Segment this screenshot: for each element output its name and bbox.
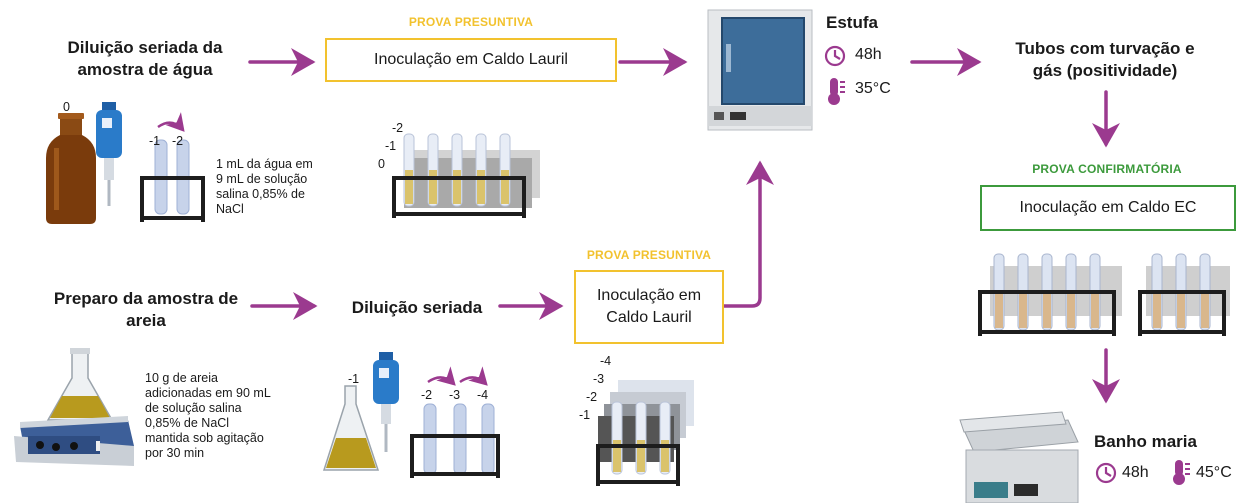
positive-line2: gás (positividade)	[1032, 61, 1178, 80]
tube-rack-top-icon	[392, 133, 540, 218]
banho-temp: 45°C	[1196, 464, 1232, 481]
amber-bottle-icon	[46, 113, 96, 224]
rack-sand-label-3: -2	[586, 390, 598, 404]
clock-icon-banho	[1095, 462, 1117, 484]
rack-top-label-2: -1	[385, 139, 397, 153]
water-note-line: salina 0,85% de	[216, 187, 305, 201]
stirrer-flask-icon	[14, 348, 134, 466]
water-bath-icon	[959, 411, 1079, 503]
water-note-line: 1 mL da água em	[216, 157, 313, 171]
dilution-title: Diluição seriada	[351, 298, 483, 317]
confirmatoria-tag: PROVA CONFIRMATÓRIA	[1032, 162, 1182, 176]
tube-label-sand-3: -4	[477, 388, 489, 402]
transfer-arrow-water	[157, 112, 185, 132]
sand-note-line: por 30 min	[145, 446, 205, 460]
sand-sample-title: Preparo da amostra de areia	[40, 288, 252, 332]
arrow-lauril-to-estufa-bottom	[722, 160, 774, 308]
tube-rack-small-icon	[140, 139, 205, 222]
tube-label-sand-2: -3	[449, 388, 461, 402]
presuntiva-tag-bottom: PROVA PRESUNTIVA	[586, 248, 712, 262]
estufa-temp: 35°C	[855, 80, 891, 97]
flask-icon	[322, 385, 380, 471]
tube-rack-ec-large-icon	[978, 253, 1122, 336]
tube-rack-ec-small-icon	[1138, 253, 1230, 336]
sand-note-line: 0,85% de NaCl	[145, 416, 230, 430]
estufa-title: Estufa	[826, 13, 878, 32]
lauril-box-top: Inoculação em Caldo Lauril	[325, 38, 617, 82]
pipette-icon	[96, 102, 122, 206]
incubator-icon	[707, 9, 813, 131]
transfer-arrow-sand-2	[459, 366, 488, 386]
tube-rack-sand-stack-icon	[596, 380, 694, 486]
rack-top-label-1: -2	[392, 121, 404, 135]
clock-icon	[824, 45, 846, 67]
flask-label: -1	[348, 372, 360, 386]
tube-label-water-1: -1	[149, 134, 161, 148]
banho-time: 48h	[1122, 464, 1149, 481]
water-note-line: NaCl	[216, 202, 244, 216]
lauril-box-bottom: Inoculação em Caldo Lauril	[574, 270, 724, 344]
sand-title-line1: Preparo da amostra de	[53, 289, 239, 308]
rack-sand-label-2: -3	[593, 372, 605, 386]
rack-top-label-3: 0	[378, 157, 385, 171]
sand-note-line: mantida sob agitação	[145, 431, 264, 445]
ec-box: Inoculação em Caldo EC	[980, 185, 1236, 231]
tube-label-sand-1: -2	[421, 388, 433, 402]
sand-note-line: adicionadas em 90 mL	[145, 386, 271, 400]
water-dilution-note: 1 mL da água em 9 mL de solução salina 0…	[216, 157, 366, 217]
tube-label-water-2: -2	[172, 134, 184, 148]
tube-rack-sand-icon	[410, 403, 500, 478]
lauril-bottom-line1: Inoculação em	[596, 287, 702, 304]
bottle-label: 0	[63, 100, 70, 114]
water-note-line: 9 mL de solução	[216, 172, 308, 186]
positive-line1: Tubos com turvação e	[1015, 39, 1195, 58]
sand-note-line: de solução salina	[145, 401, 242, 415]
sand-note-line: 10 g de areia	[145, 371, 218, 385]
estufa-time: 48h	[855, 46, 882, 63]
pipette-sand-icon	[373, 352, 399, 452]
rack-sand-label-4: -1	[579, 408, 591, 422]
positive-tubes-title: Tubos com turvação e gás (positividade)	[990, 38, 1220, 82]
thermometer-icon-banho	[1173, 460, 1190, 485]
water-sample-title: Diluição seriada da amostra de água	[40, 37, 250, 81]
banho-title: Banho maria	[1094, 432, 1197, 451]
water-title-line1: Diluição seriada da	[67, 38, 223, 57]
lauril-bottom-line2: Caldo Lauril	[606, 309, 692, 326]
transfer-arrow-sand-1	[427, 366, 456, 386]
presuntiva-tag-top: PROVA PRESUNTIVA	[408, 15, 534, 29]
rack-sand-label-1: -4	[600, 354, 612, 368]
thermometer-icon	[828, 78, 845, 105]
sand-prep-note: 10 g de areia adicionadas em 90 mL de so…	[145, 371, 320, 461]
water-title-line2: amostra de água	[77, 60, 213, 79]
sand-title-line2: areia	[126, 311, 166, 330]
